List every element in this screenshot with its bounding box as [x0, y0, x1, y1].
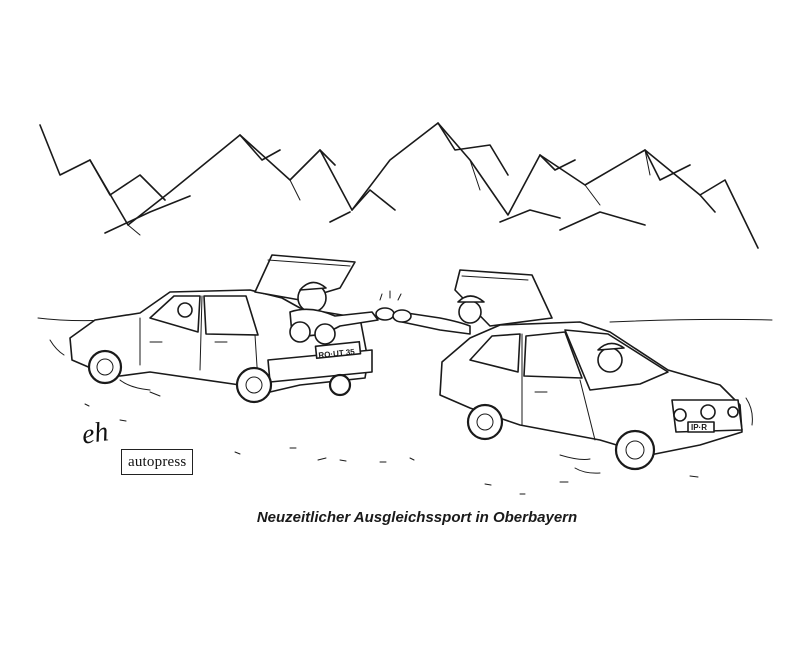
right-car-plate: [687, 421, 715, 433]
right-car: IP·R: [399, 269, 743, 471]
mountain-range: [39, 122, 759, 249]
cartoon-caption: Neuzeitlicher Ausgleichssport in Oberbay…: [256, 509, 578, 526]
right-car-plate-text: IP·R: [691, 423, 707, 432]
autopress-stamp: autopress: [121, 449, 194, 475]
hand-exchange: [375, 290, 412, 323]
left-car-plate-text: RO·UT 35: [318, 347, 356, 360]
left-car: RO·UT 35: [69, 254, 379, 404]
artist-signature: eh: [79, 416, 111, 451]
left-car-plate: [314, 340, 362, 360]
